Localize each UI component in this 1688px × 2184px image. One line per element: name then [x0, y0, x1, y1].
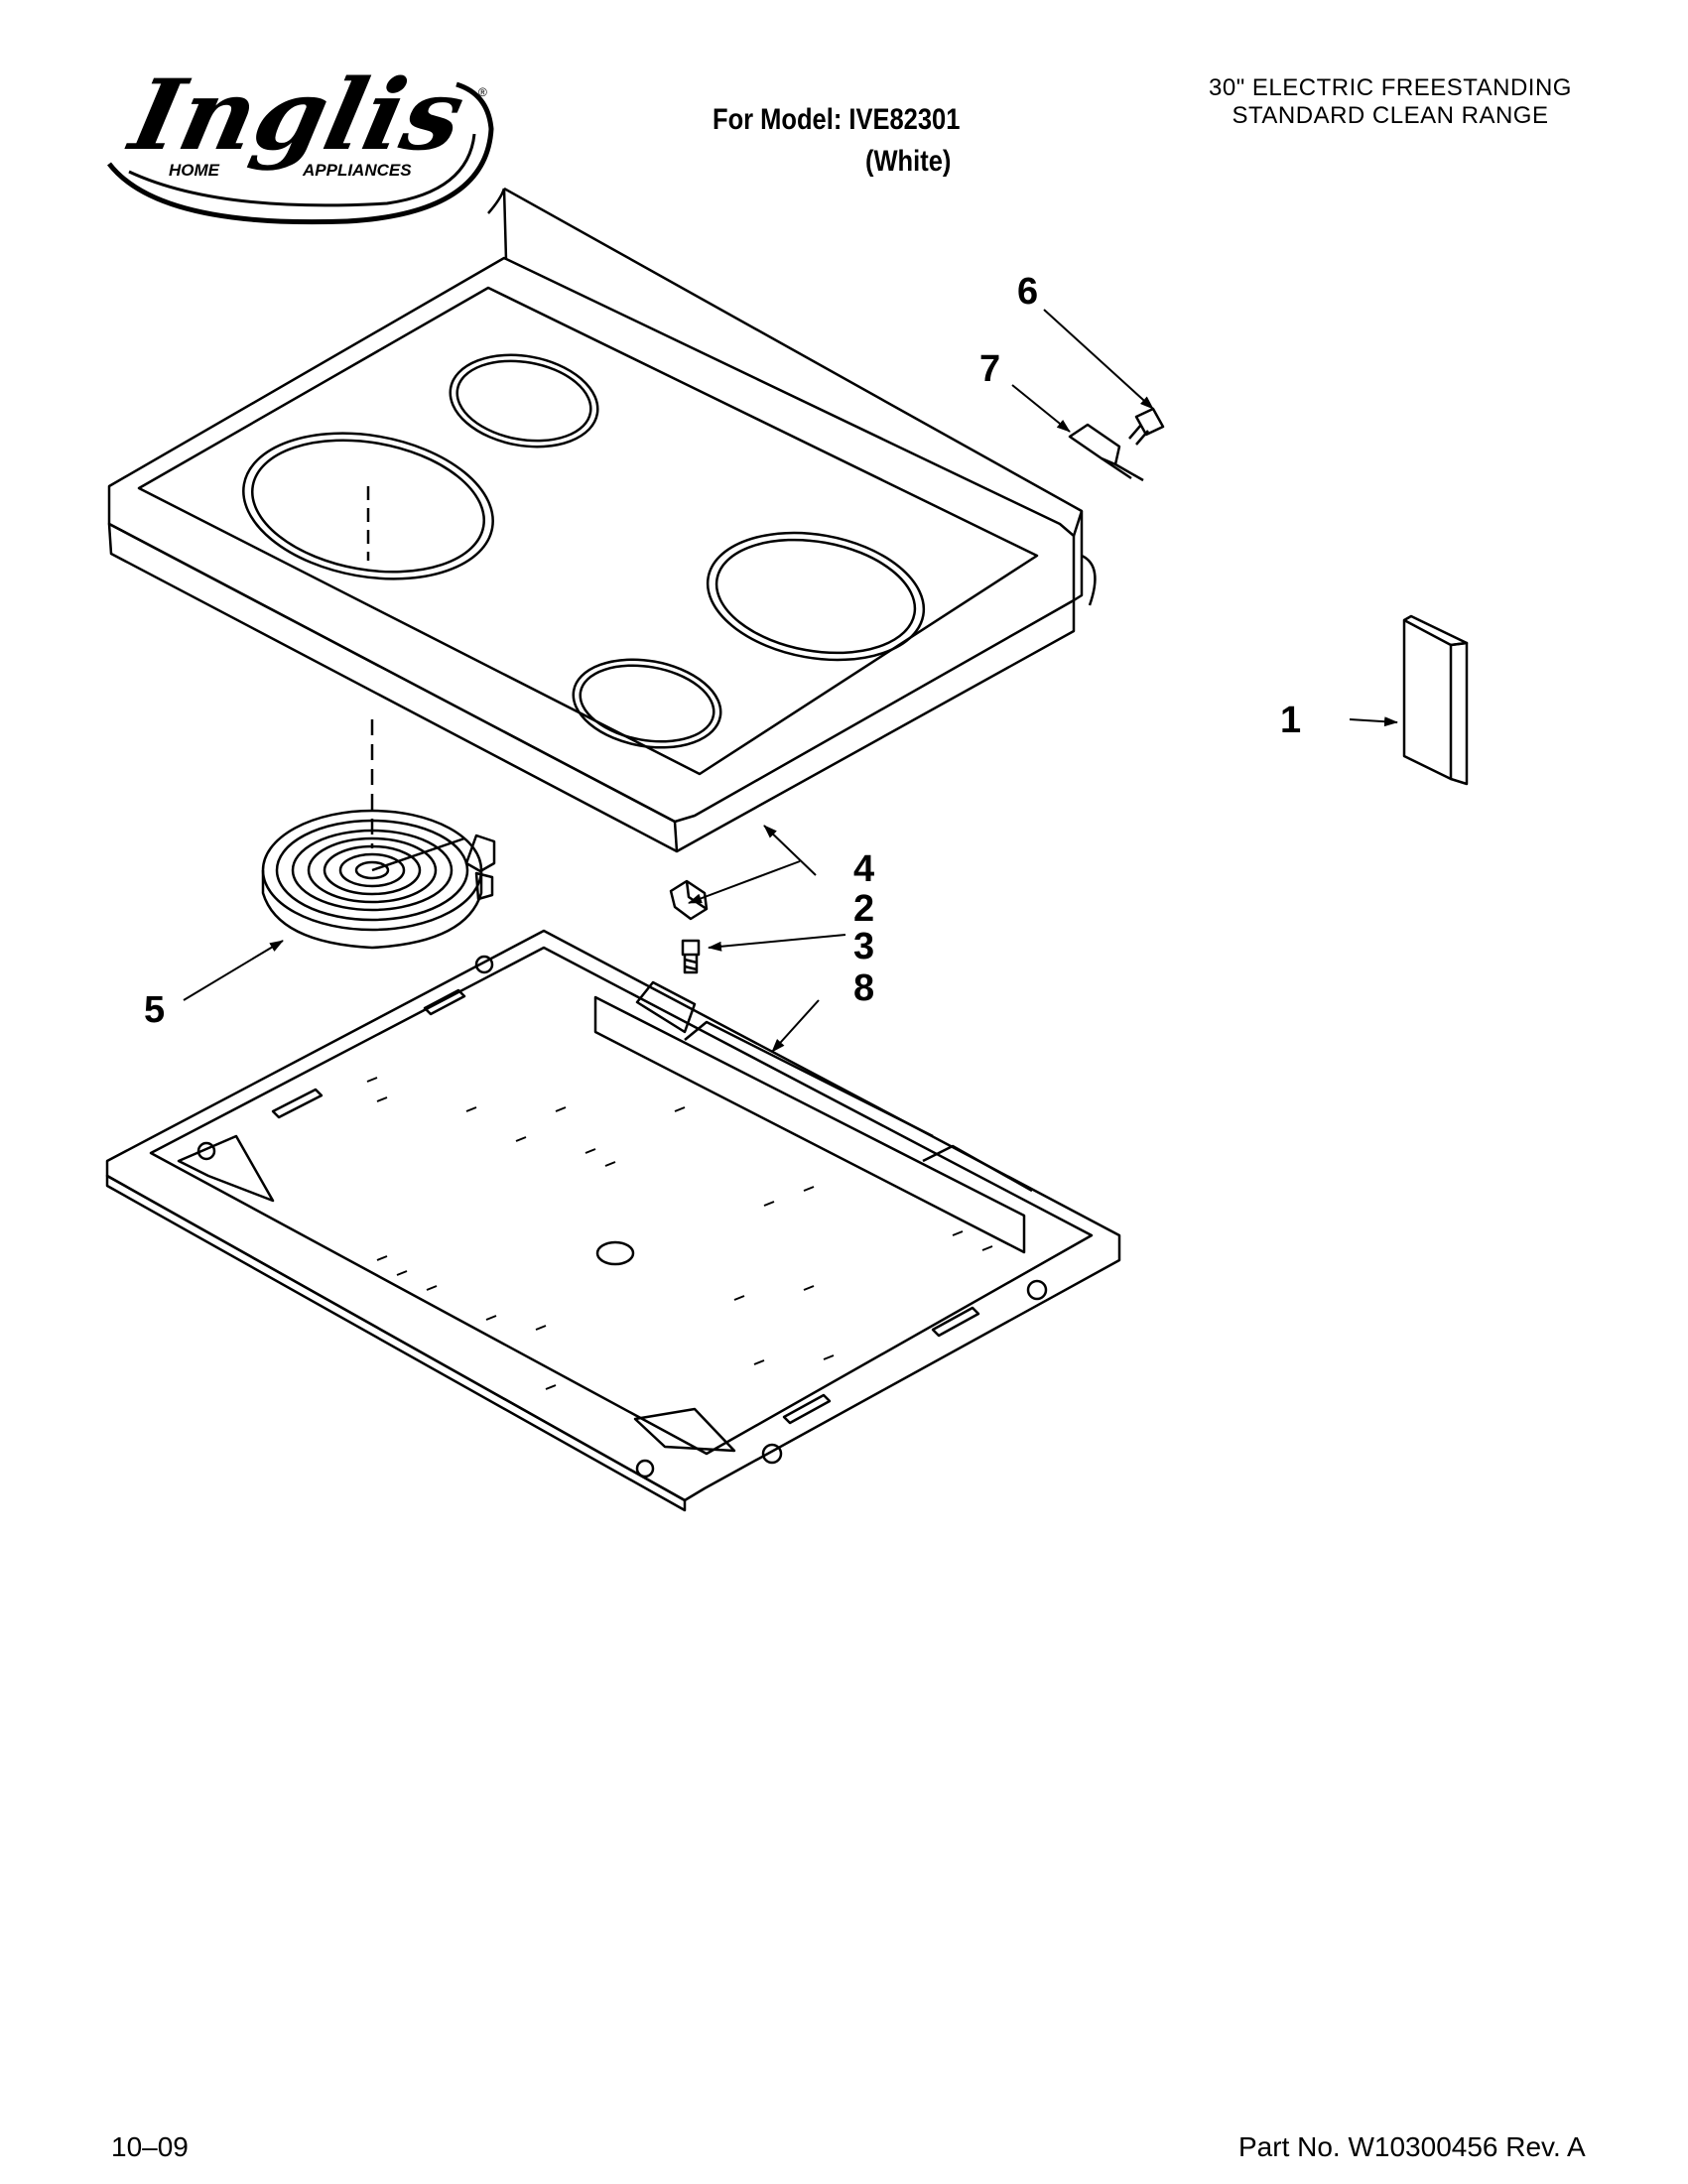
callout-arrows: [183, 309, 1398, 1053]
callout-4: 4: [853, 848, 874, 890]
brand-subtitle-right: APPLIANCES: [302, 161, 412, 180]
bracket-clip: [669, 879, 709, 921]
term-block: [1402, 614, 1469, 786]
callout-1: 1: [1280, 700, 1301, 741]
burner-ring-small-front: [572, 658, 722, 749]
callout-8: 8: [853, 967, 874, 1009]
range-title-line2: STANDARD CLEAN RANGE: [1232, 102, 1549, 129]
burner-ring-small-back: [449, 353, 599, 449]
brand-name: Inglis: [119, 59, 473, 173]
callout-7: 7: [979, 348, 1000, 390]
brand-subtitle-left: HOME: [169, 161, 220, 180]
footer-date: 10–09: [111, 2131, 189, 2162]
model-line: For Model: IVE82301: [713, 103, 961, 136]
main-top-frame: [105, 929, 1121, 1512]
surface-element: [261, 809, 496, 950]
cooktop: [107, 187, 1097, 853]
footer-part-number: Part No. W10300456 Rev. A: [1238, 2131, 1586, 2162]
callout-6: 6: [1017, 271, 1038, 313]
range-title-line1: 30" ELECTRIC FREESTANDING: [1209, 74, 1572, 101]
hinge-screw: [1128, 407, 1165, 446]
screw: [681, 939, 701, 974]
frame-slots: [366, 1077, 993, 1390]
burner-ring-large-left: [242, 432, 494, 580]
burner-ring-large-right: [706, 531, 926, 662]
model-color: (White): [865, 145, 952, 178]
callout-5: 5: [144, 989, 165, 1031]
inglis-logo: Inglis HOME APPLIANCES ®: [107, 59, 494, 225]
clip: [1068, 423, 1144, 482]
callout-2: 2: [853, 888, 874, 930]
callout-3: 3: [853, 926, 874, 967]
registered-mark: ®: [478, 85, 487, 99]
